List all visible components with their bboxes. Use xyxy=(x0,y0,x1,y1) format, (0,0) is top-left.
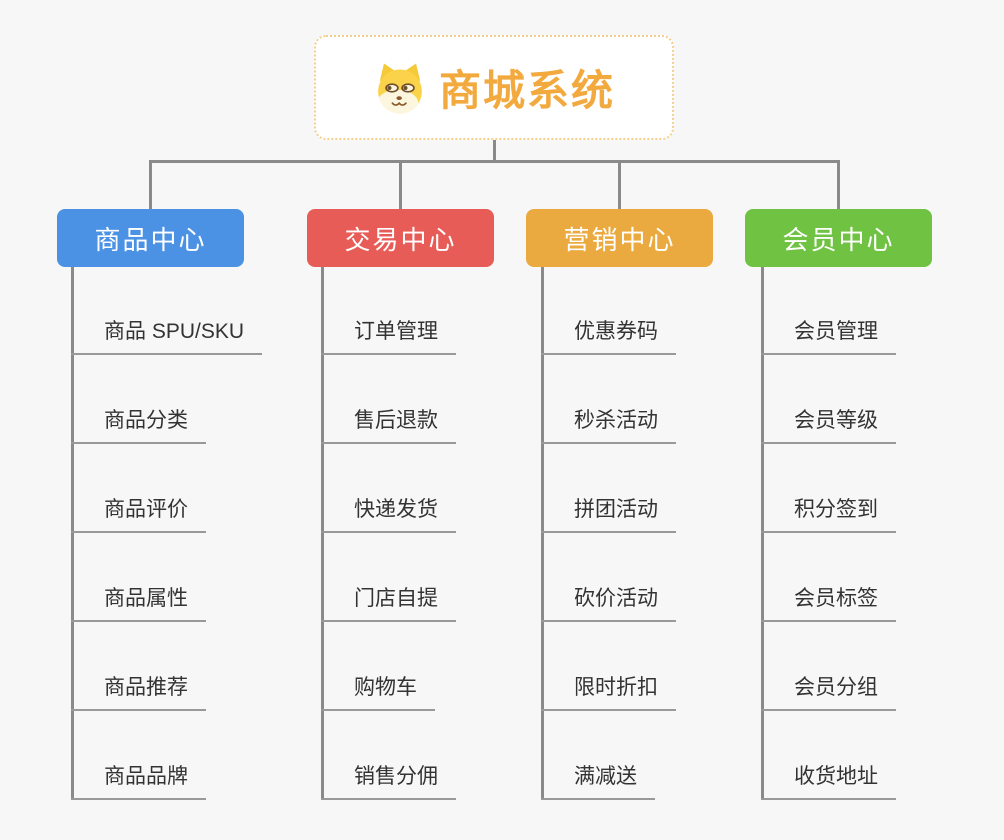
connector-drop-trade xyxy=(399,160,402,209)
leaf-node[interactable]: 积分签到 xyxy=(761,497,896,533)
leaf-node[interactable]: 商品推荐 xyxy=(71,675,206,711)
leaf-node[interactable]: 会员分组 xyxy=(761,675,896,711)
leaf-node[interactable]: 快递发货 xyxy=(321,497,456,533)
branch-node-product-center[interactable]: 商品中心 xyxy=(57,209,244,267)
branch-node-marketing-center[interactable]: 营销中心 xyxy=(526,209,713,267)
leaf-node[interactable]: 商品 SPU/SKU xyxy=(71,319,263,355)
branch-trunk-trade xyxy=(321,267,324,800)
connector-drop-marketing xyxy=(618,160,621,209)
branch-node-member-center[interactable]: 会员中心 xyxy=(745,209,932,267)
leaf-node[interactable]: 销售分佣 xyxy=(321,764,456,800)
leaf-node[interactable]: 秒杀活动 xyxy=(541,408,676,444)
leaf-node[interactable]: 优惠券码 xyxy=(541,319,676,355)
leaf-node[interactable]: 订单管理 xyxy=(321,319,456,355)
shiba-dog-icon xyxy=(378,63,422,113)
leaf-node[interactable]: 满减送 xyxy=(541,764,655,800)
branch-node-trade-center[interactable]: 交易中心 xyxy=(307,209,494,267)
leaf-node[interactable]: 商品评价 xyxy=(71,497,206,533)
root-node[interactable]: 商城系统 xyxy=(314,35,674,140)
leaf-node[interactable]: 商品分类 xyxy=(71,408,206,444)
connector-horizontal-bar xyxy=(149,160,840,163)
branch-trunk-product xyxy=(71,267,74,800)
leaf-node[interactable]: 商品品牌 xyxy=(71,764,206,800)
leaf-node[interactable]: 会员标签 xyxy=(761,586,896,622)
branch-label: 交易中心 xyxy=(344,224,457,255)
leaf-node[interactable]: 门店自提 xyxy=(321,586,456,622)
branch-label: 商品中心 xyxy=(94,224,207,255)
branch-label: 会员中心 xyxy=(782,224,895,255)
leaf-node[interactable]: 会员管理 xyxy=(761,319,896,355)
connector-drop-member xyxy=(837,160,840,209)
leaf-node[interactable]: 限时折扣 xyxy=(541,675,676,711)
leaf-node[interactable]: 收货地址 xyxy=(761,764,896,800)
branch-trunk-member xyxy=(761,267,764,800)
leaf-node[interactable]: 砍价活动 xyxy=(541,586,676,622)
branch-trunk-marketing xyxy=(541,267,544,800)
leaf-node[interactable]: 会员等级 xyxy=(761,408,896,444)
branch-label: 营销中心 xyxy=(563,224,676,255)
root-title: 商城系统 xyxy=(438,67,615,114)
connector-drop-product xyxy=(149,160,152,209)
leaf-node[interactable]: 售后退款 xyxy=(321,408,456,444)
connector-root-stub xyxy=(493,139,496,163)
leaf-node[interactable]: 商品属性 xyxy=(71,586,206,622)
leaf-node[interactable]: 拼团活动 xyxy=(541,497,676,533)
leaf-node[interactable]: 购物车 xyxy=(321,675,435,711)
